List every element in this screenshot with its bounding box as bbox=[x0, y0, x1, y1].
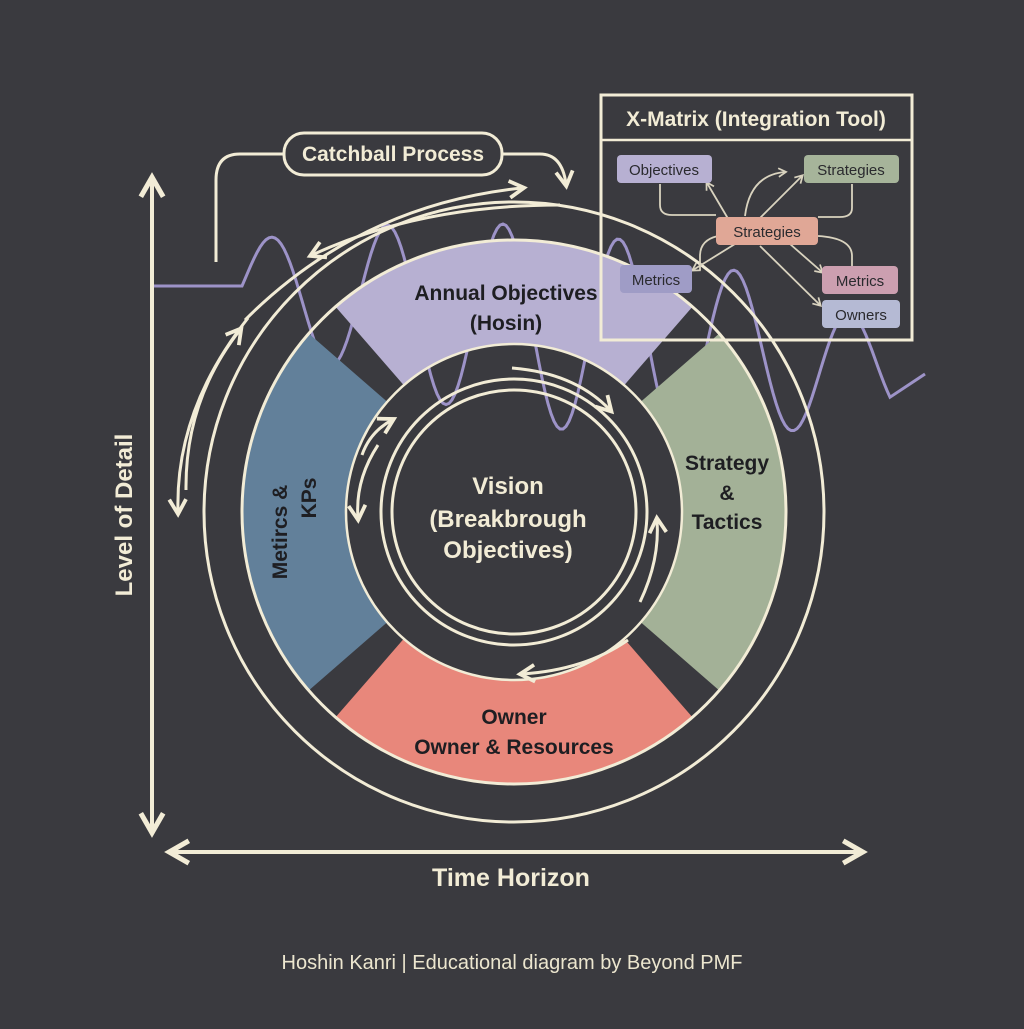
catchball-label: Catchball Process bbox=[302, 143, 484, 166]
outer-cycle-arrow-left-return bbox=[184, 325, 244, 491]
x-matrix-panel: X-Matrix (Integration Tool) Objectives S… bbox=[599, 93, 914, 342]
owner-label-line1: Owner bbox=[481, 706, 546, 729]
outer-cycle-arrow-left bbox=[167, 317, 250, 518]
y-axis-label: Level of Detail bbox=[111, 434, 138, 597]
segment-owner-resources bbox=[335, 638, 693, 785]
vision-line2: (Breakbrough bbox=[429, 506, 586, 533]
chip-strategies-center-label: Strategies bbox=[733, 224, 801, 241]
x-matrix-connectors bbox=[659, 167, 853, 307]
ring-outline bbox=[240, 238, 788, 786]
strategy-label-line3: Tactics bbox=[692, 511, 763, 534]
chip-objectives: Objectives bbox=[617, 155, 712, 183]
connector-metrics-right bbox=[789, 243, 825, 274]
chip-metrics-right: Metrics bbox=[822, 266, 898, 294]
annual-label-line1: Annual Objectives bbox=[414, 282, 597, 305]
x-matrix-frame bbox=[599, 93, 914, 342]
metrics-label-line1: Metircs & bbox=[269, 485, 292, 580]
signal-wave bbox=[152, 222, 926, 439]
chip-strategies-center: Strategies bbox=[716, 217, 818, 245]
connector-cross-left bbox=[699, 235, 719, 270]
connector-curve bbox=[744, 167, 788, 217]
chip-objectives-box bbox=[617, 155, 712, 183]
chip-metrics-left-box bbox=[620, 265, 692, 293]
chip-strategies-center-box bbox=[716, 217, 818, 245]
metrics-label-line2: KPs bbox=[298, 478, 321, 519]
connector-objectives bbox=[705, 180, 731, 223]
x-matrix-title: X-Matrix (Integration Tool) bbox=[626, 108, 886, 131]
inner-cycle-arrow-bottom bbox=[516, 638, 629, 684]
chip-strategies-top: Strategies bbox=[804, 155, 899, 183]
segment-strategy-tactics bbox=[640, 333, 786, 691]
annual-objectives-label: Annual Objectives (Hosin) bbox=[414, 282, 597, 335]
vision-line1: Vision bbox=[472, 473, 544, 500]
outer-cycle-arrow-top bbox=[243, 179, 528, 322]
catchball-arrow-right bbox=[502, 152, 575, 190]
owner-label-line2: Owner & Resources bbox=[414, 736, 614, 759]
inner-cycle-arrow-left bbox=[360, 416, 398, 456]
chip-owners-label: Owners bbox=[835, 307, 887, 324]
chip-strategies-top-label: Strategies bbox=[817, 162, 885, 179]
connector-left-loop bbox=[659, 184, 716, 216]
connector-right-loop bbox=[818, 184, 853, 218]
x-axis-label: Time Horizon bbox=[432, 864, 590, 892]
owner-resources-label: Owner Owner & Resources bbox=[414, 706, 614, 759]
connector-owners bbox=[759, 245, 823, 307]
strategy-label-line2: & bbox=[719, 482, 734, 505]
outer-cycle-arrow-top-return bbox=[306, 203, 561, 260]
annual-label-line2: (Hosin) bbox=[470, 312, 542, 335]
vision-outer-circle bbox=[379, 377, 649, 647]
vision-label: Vision (Breakbrough Objectives) bbox=[429, 473, 586, 564]
metrics-kpis-label: Metircs & KPs bbox=[269, 478, 321, 580]
inner-cycle-arrow-left-return bbox=[347, 444, 380, 524]
strategy-label-line1: Strategy bbox=[685, 452, 769, 475]
chip-metrics-left-label: Metrics bbox=[632, 272, 680, 289]
segment-metrics-kpis bbox=[241, 333, 388, 691]
chip-strategies-top-box bbox=[804, 155, 899, 183]
vision-line3: Objectives) bbox=[443, 537, 572, 564]
connector-cross-right bbox=[817, 235, 853, 266]
cycle-arrows bbox=[167, 179, 668, 684]
connector-strategies-top bbox=[759, 174, 804, 219]
chip-owners: Owners bbox=[822, 300, 900, 328]
inner-cycle-arrow-right bbox=[638, 514, 668, 603]
ring-inner-outline bbox=[344, 342, 684, 682]
catchball-arrow-left bbox=[214, 152, 284, 262]
footer-credit: Hoshin Kanri | Educational diagram by Be… bbox=[281, 952, 743, 974]
chip-metrics-left: Metrics bbox=[620, 265, 692, 293]
vision-inner-circle bbox=[390, 388, 638, 636]
chip-metrics-right-box bbox=[822, 266, 898, 294]
segment-annual-objectives bbox=[335, 239, 693, 386]
outer-ring bbox=[202, 200, 826, 824]
chip-owners-box bbox=[822, 300, 900, 328]
inner-cycle-arrow-top bbox=[511, 366, 615, 415]
chip-metrics-right-label: Metrics bbox=[836, 273, 884, 290]
chip-objectives-label: Objectives bbox=[629, 162, 699, 179]
strategy-tactics-label: Strategy & Tactics bbox=[685, 452, 769, 534]
